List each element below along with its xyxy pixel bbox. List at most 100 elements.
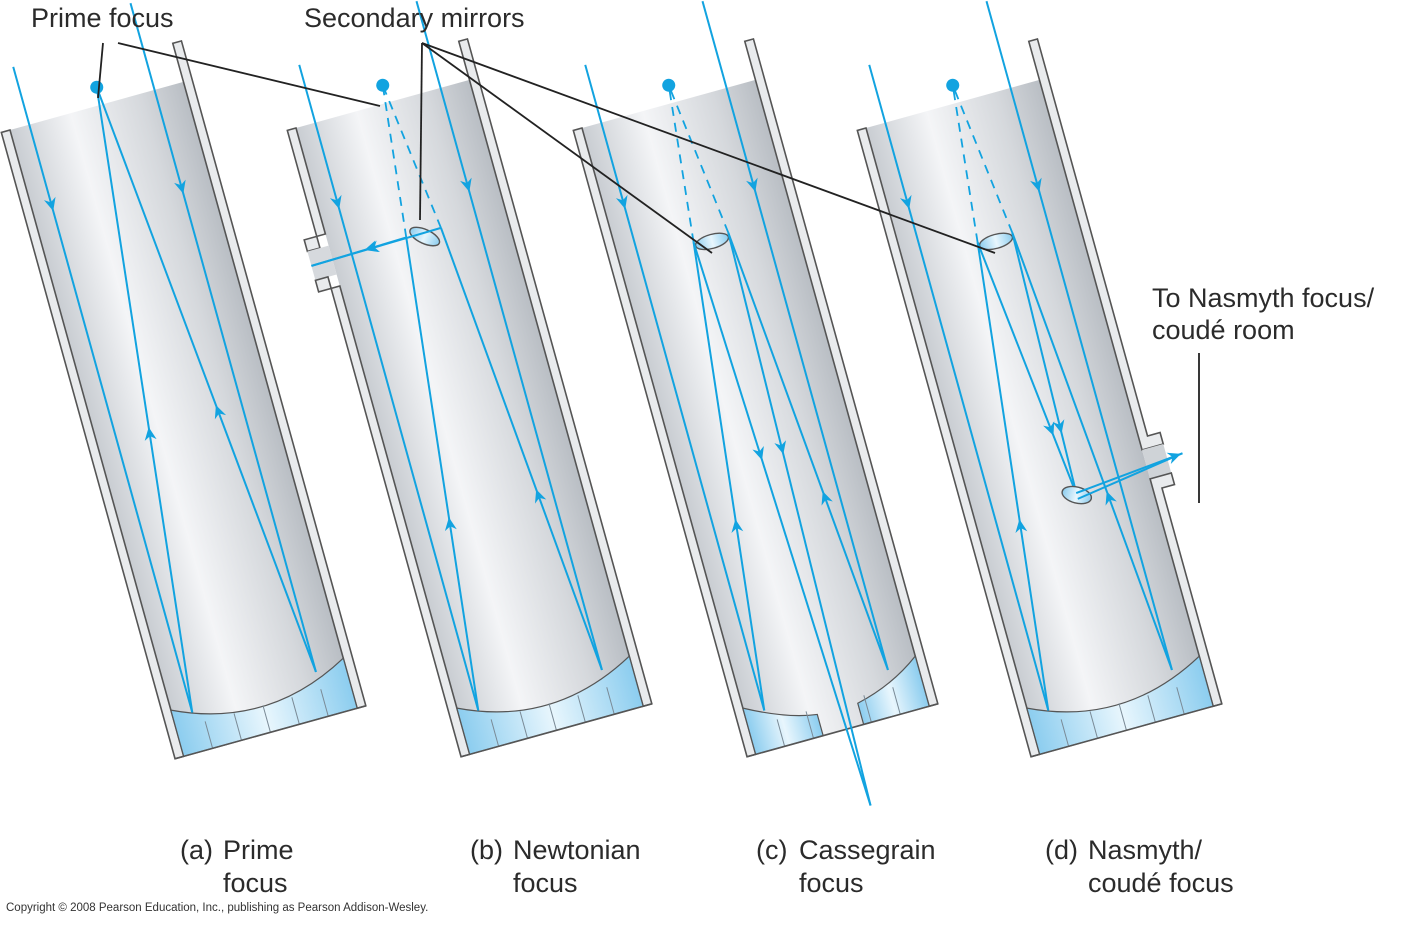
nasmyth-port [1142,444,1172,479]
mirror-segment-divider [548,703,557,731]
leader-lines [97,42,1200,503]
ray-arrow-icon [899,194,912,210]
reflected-ray-right [727,232,889,671]
primary-mirror [456,655,644,756]
caption-letter: (a) [180,835,213,865]
caption-subtitle: focus [799,868,864,898]
mirror-segment-divider [262,705,271,733]
tube-bottom-edge [1030,703,1223,758]
incoming-ray-left [12,66,194,713]
ray-arrow-icon [174,179,186,194]
secondary-mirror [409,226,441,247]
telescope-tubes [0,0,1223,806]
ray-arrow-icon [774,440,787,455]
virtual-ray-dashed [667,85,695,243]
mirror-segment-divider [233,713,243,741]
caption-newtonian-focus: (b) Newtonian focus [470,834,690,904]
nasmyth-exit-ray-2 [1077,452,1183,500]
tube-body [582,79,930,755]
nasmyth-ray-2 [1011,232,1078,496]
caption-subtitle: focus [223,868,288,898]
virtual-ray-dashed [951,84,1014,234]
reflected-ray-left [405,237,480,711]
caption-subtitle: focus [513,868,578,898]
ray-arrow-icon [144,427,157,441]
caption-prime-focus: (a) Prime focus [180,834,380,904]
ray-arrow-icon [1052,419,1065,434]
mirror-segment-divider [291,697,300,725]
tube-bottom-edge [174,705,367,760]
tube-cassegrain [572,0,939,806]
primary-mirror [742,654,930,756]
ray-arrow-icon [329,194,342,210]
caption-letter: (b) [470,835,503,865]
ray-arrow-icon [1043,421,1055,436]
mirror-segment-divider [490,719,500,747]
reflected-ray-left [976,242,1050,711]
incoming-ray-left [584,64,766,711]
mirror-segment-divider [606,687,615,715]
ray-arrow-icon [214,405,227,420]
secondary-mirror-disc [409,226,441,247]
mirror-segment-divider [1089,711,1099,739]
cassegrain-ray-1 [692,242,872,806]
ray-arrow-icon [444,517,457,532]
reflected-ray-right [440,227,603,671]
nasmyth-exit-label-line2: coudé room [1152,315,1295,345]
ray-arrow-icon [752,445,764,461]
ray-arrow-icon [1015,519,1028,534]
nasmyth-exit-label-line1: To Nasmyth focus/ [1152,283,1375,313]
primary-mirror-surface [1026,655,1214,756]
caption-letter: (c) [756,835,788,865]
secondary-mirrors-label: Secondary mirrors [304,3,525,33]
cassegrain-ray-2 [727,232,872,806]
virtual-ray-dashed [667,84,730,234]
ray-arrow-icon [821,491,833,506]
mirror-segment-divider [1118,703,1127,731]
primary-mirror-surface [170,657,358,758]
caption-title: Newtonian [513,835,641,865]
prime-focus-label: Prime focus [31,3,174,33]
caption-letter: (d) [1045,835,1078,865]
mirror-segment-divider [204,721,214,749]
caption-title: Prime [223,835,294,865]
primary-mirror [170,657,358,758]
tube-body [296,79,644,755]
leader-prime-focus-a [97,42,104,99]
mirror-segment-divider [863,695,872,723]
tube-body [10,81,358,757]
ray-arrow-icon [365,240,381,253]
prime-focus-point [662,78,676,92]
mirror-segment-divider [776,719,786,747]
caption-subtitle: coudé focus [1088,868,1234,898]
primary-mirror-left-half [742,707,824,756]
caption-nasmyth-focus: (d) Nasmyth/ coudé focus [1045,834,1285,904]
tube-nasmyth [856,0,1223,758]
reflected-ray-left [692,242,766,711]
incoming-ray-left [298,64,480,711]
primary-mirror-surface [456,655,644,756]
nasmyth-ray-1 [976,241,1078,496]
mirror-segment-divider [805,711,815,739]
caption-title: Nasmyth/ [1088,835,1203,865]
tube-newtonian [286,0,653,758]
prime-focus-point [946,78,960,92]
primary-mirror [1026,655,1214,756]
tube-bottom-edge [460,703,653,758]
leader-secondary-cassegrain [421,42,713,254]
ray-arrow-icon [615,194,628,210]
diverted-ray-2 [311,226,442,267]
prime-focus-point [376,78,390,92]
mirror-segment-divider [577,695,586,723]
reflected-ray-left [95,87,194,713]
virtual-ray-dashed [381,85,408,238]
ray-arrow-icon [1105,491,1117,506]
tube-body [866,79,1214,755]
ray-arrow-icon [731,519,744,534]
incoming-ray-right [985,0,1173,671]
prime-focus-point [90,80,104,94]
incoming-ray-left [868,64,1050,711]
incoming-ray-right [701,0,889,671]
mirror-segment-divider [1176,687,1185,715]
